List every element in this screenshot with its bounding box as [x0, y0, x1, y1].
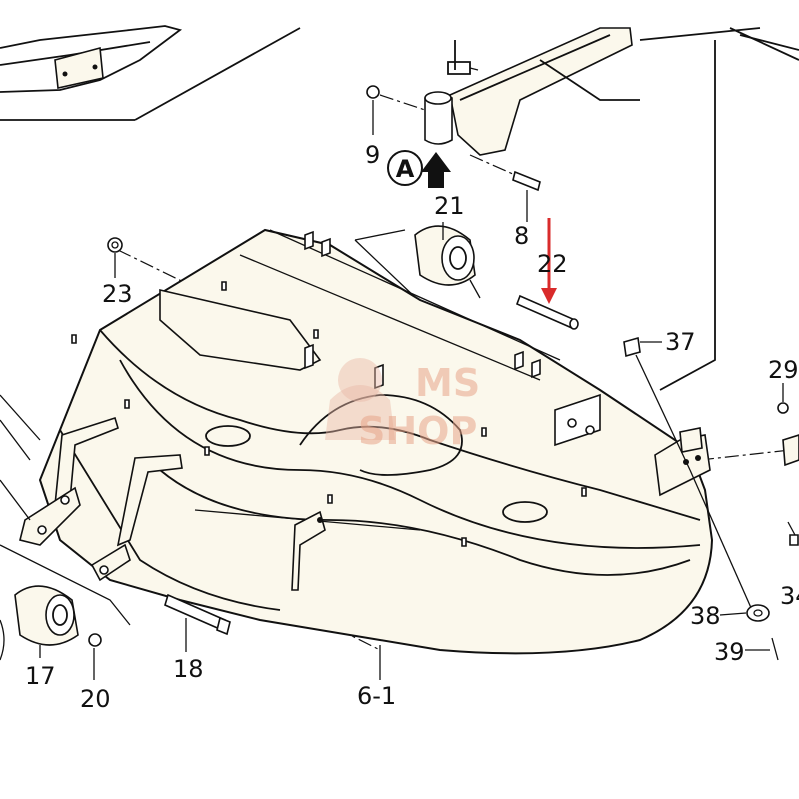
- highlight-arrow: [541, 218, 557, 304]
- deck-pins: [71, 230, 587, 547]
- part-label-18: 18: [173, 655, 204, 683]
- watermark-line-2: SHOP: [358, 409, 477, 453]
- part-label-38: 38: [690, 602, 721, 630]
- part-label-6-1: 6-1: [357, 682, 396, 710]
- part-label-29: 29: [768, 356, 799, 384]
- label-leaders: [39, 100, 796, 680]
- part-9-bolt: [366, 85, 426, 111]
- part-label-22: 22: [537, 250, 568, 278]
- part-labels: 9 8 21 22 23 37 29 34 38 39 17 20 18 6-1: [25, 141, 799, 713]
- part-20-nut: [88, 633, 102, 647]
- mower-deck: [38, 228, 714, 655]
- part-23-nut: [107, 237, 123, 253]
- frame-arm: [424, 27, 799, 391]
- part-label-37: 37: [665, 328, 696, 356]
- part-label-17: 17: [25, 662, 56, 690]
- watermark-line-1: MS: [415, 361, 480, 405]
- view-marker-letter: A: [396, 155, 415, 183]
- part-label-21: 21: [434, 192, 465, 220]
- part-label-23: 23: [102, 280, 133, 308]
- part-22-shaft: [515, 294, 579, 330]
- part-21-roller: [354, 225, 481, 301]
- part-label-20: 20: [80, 685, 111, 713]
- part-label-34: 34: [780, 582, 799, 610]
- part-17-roller: [0, 585, 79, 661]
- view-marker-a: A: [387, 150, 451, 188]
- part-label-9: 9: [365, 141, 380, 169]
- right-bracket: [554, 336, 799, 661]
- left-brackets: [0, 394, 326, 626]
- part-18-pin: [164, 593, 231, 636]
- top-housing: [0, 25, 301, 121]
- shop-watermark: MS SHOP: [325, 358, 480, 453]
- part-label-39: 39: [714, 638, 745, 666]
- part-label-8: 8: [514, 222, 529, 250]
